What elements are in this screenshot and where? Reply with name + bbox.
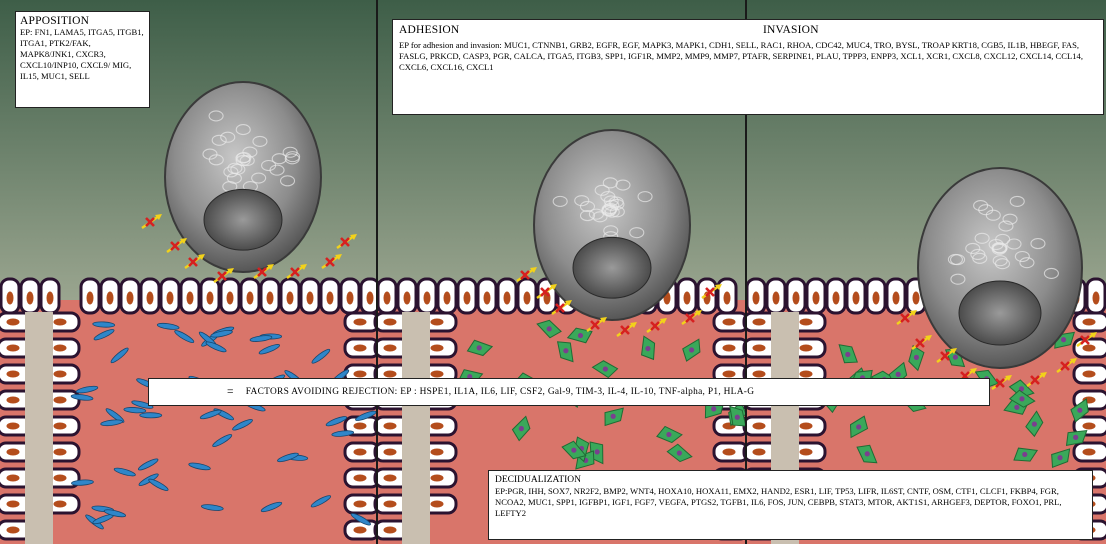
epithelial-cell [718,279,736,313]
legend-equals: = [227,386,234,398]
epithelial-cell [221,279,239,313]
apposition-title: APPOSITION [20,15,145,27]
epithelial-cell [458,279,476,313]
gland-lumen [402,312,430,544]
gland-lumen [25,312,53,544]
epithelial-cell [867,279,885,313]
epithelial-cell [21,279,39,313]
decidualization-title: DECIDUALIZATION [495,475,1086,486]
epithelial-cell [378,279,396,313]
stromal-cell [140,413,162,418]
epithelial-cell [241,279,259,313]
epithelial-cell [121,279,139,313]
epithelial-cell [498,279,516,313]
blastocyst [165,82,321,272]
epithelial-cell [478,279,496,313]
blastocyst [534,130,690,320]
decidualization-box: DECIDUALIZATION EP:PGR, IHH, SOX7, NR2F2… [488,470,1093,540]
epithelial-cell [747,279,765,313]
gland-cell [1074,339,1106,357]
apposition-factors: EP: FN1, LAMA5, ITGA5, ITGB1, ITGA1, PTK… [20,27,145,82]
epithelial-cell [81,279,99,313]
epithelial-cell [341,279,359,313]
epithelial-cell [41,279,59,313]
epithelial-cell [321,279,339,313]
epithelial-cell [787,279,805,313]
invasion-title: INVASION [763,24,819,36]
epithelial-cell [161,279,179,313]
inner-cell-mass [959,281,1041,345]
adhesion-invasion-factors: EP for adhesion and invasion: MUC1, CTNN… [399,40,1099,73]
epithelial-cell [418,279,436,313]
decidualization-factors: EP:PGR, IHH, SOX7, NR2F2, BMP2, WNT4, HO… [495,486,1086,519]
epithelial-cell [518,279,536,313]
epithelial-cell [827,279,845,313]
epithelial-cell [887,279,905,313]
epithelial-cell [438,279,456,313]
apposition-box: APPOSITION EP: FN1, LAMA5, ITGA5, ITGB1,… [15,11,150,108]
epithelial-cell [181,279,199,313]
epithelial-cell [101,279,119,313]
epithelial-cell [281,279,299,313]
gland-cell [1074,365,1106,383]
blastocyst [918,168,1082,368]
epithelial-cell [767,279,785,313]
epithelial-cell [261,279,279,313]
epithelial-cell [141,279,159,313]
inner-cell-mass [204,189,282,250]
epithelial-cell [301,279,319,313]
gland-cell [1074,443,1106,461]
gland-cell [1074,313,1106,331]
epithelial-cell [847,279,865,313]
adhesion-title: ADHESION [399,24,459,36]
epithelial-cell [398,279,416,313]
inner-cell-mass [573,237,651,298]
epithelial-cell [678,279,696,313]
epithelial-cell [807,279,825,313]
adhesion-invasion-box: ADHESION INVASION EP for adhesion and in… [392,19,1104,115]
epithelial-cell [1,279,19,313]
rejection-factors-text: FACTORS AVOIDING REJECTION: EP : HSPE1, … [246,387,755,397]
rejection-factors-box: = FACTORS AVOIDING REJECTION: EP : HSPE1… [148,378,990,406]
epithelial-cell [201,279,219,313]
epithelial-cell [1087,279,1105,313]
